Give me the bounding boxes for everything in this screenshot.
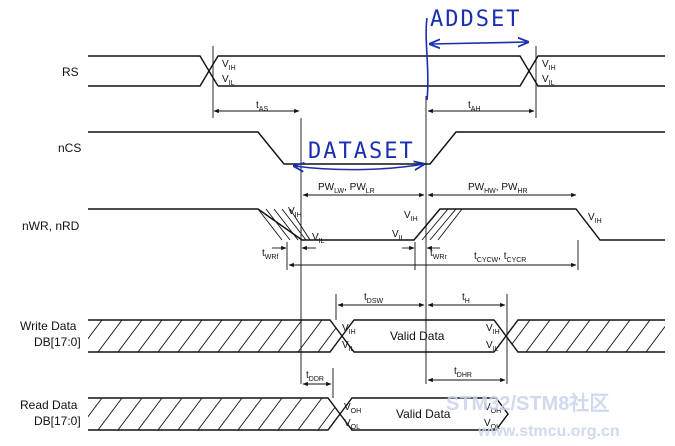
timing-pw-low: PWLW, PWLR <box>302 182 425 198</box>
write-data-waveform <box>88 319 665 353</box>
svg-text:VOH: VOH <box>484 402 501 415</box>
svg-text:VIH: VIH <box>342 323 356 336</box>
svg-text:VOL: VOL <box>484 418 500 431</box>
timing-pw-high: PWHW, PWHR <box>427 182 577 198</box>
svg-text:tDSW: tDSW <box>364 292 384 305</box>
svg-text:www.stmcu.org.cn: www.stmcu.org.cn <box>477 423 620 440</box>
timing-t-cyc: tCYCW, tCYCR <box>288 251 577 268</box>
write-valid-data-label: Valid Data <box>390 329 445 343</box>
svg-text:VOL: VOL <box>344 418 360 431</box>
annotation-addset: ADDSET <box>425 7 528 101</box>
timing-t-ah: tAH <box>427 100 535 114</box>
svg-text:VIL: VIL <box>342 340 355 353</box>
svg-text:VIH: VIH <box>288 206 302 219</box>
timing-t-as: tAS <box>213 100 300 114</box>
rs-level-labels-right: VIH VIL <box>542 59 556 87</box>
read-level-labels: VOH VOL VOH VOL <box>344 402 501 431</box>
svg-text:tAS: tAS <box>256 100 268 113</box>
read-valid-data-label: Valid Data <box>396 407 451 421</box>
timing-t-wrf: tWRf <box>262 245 316 261</box>
timing-t-dhr: tDHR <box>427 366 506 383</box>
reference-lines <box>212 46 579 398</box>
svg-text:PWHW, PWHR: PWHW, PWHR <box>468 182 528 195</box>
rs-level-labels-left: VIH VIL <box>222 59 236 87</box>
signal-label-write-bus: DB[17:0] <box>34 335 81 349</box>
svg-text:tDHR: tDHR <box>454 366 472 379</box>
write-level-labels: VIH VIL VIH VIL <box>342 323 500 353</box>
svg-text:VIH: VIH <box>404 210 418 223</box>
timing-t-dsw: tDSW <box>337 292 425 308</box>
timing-t-h: tH <box>427 292 506 308</box>
signal-label-write-data: Write Data <box>20 319 77 333</box>
signal-label-read-data: Read Data <box>20 398 78 412</box>
svg-text:tAH: tAH <box>468 100 481 113</box>
svg-text:VIH: VIH <box>486 323 500 336</box>
read-data-waveform <box>88 397 509 431</box>
nwr-level-labels: VIH VIL VIH VIL VIH <box>288 206 602 245</box>
signal-label-nwr-nrd: nWR, nRD <box>22 219 80 233</box>
signal-label-rs: RS <box>62 65 79 79</box>
svg-text:PWLW, PWLR: PWLW, PWLR <box>318 182 375 195</box>
svg-text:STM32/STM8社区: STM32/STM8社区 <box>446 391 609 415</box>
svg-text:VIL: VIL <box>222 74 235 87</box>
svg-text:VIH: VIH <box>542 59 556 72</box>
rs-waveform <box>88 55 665 87</box>
svg-text:VOH: VOH <box>344 402 361 415</box>
svg-text:tWRf: tWRf <box>262 248 278 261</box>
timing-t-ddr: tDDR <box>302 370 332 387</box>
svg-text:tDDR: tDDR <box>306 370 324 383</box>
signal-label-read-bus: DB[17:0] <box>34 414 81 428</box>
svg-text:VIL: VIL <box>312 232 325 245</box>
svg-text:VIH: VIH <box>222 59 236 72</box>
svg-text:tCYCW, tCYCR: tCYCW, tCYCR <box>474 251 526 264</box>
nwr-waveform <box>88 208 665 241</box>
svg-text:tH: tH <box>462 292 470 305</box>
annotation-dataset: DATASET <box>294 139 424 170</box>
svg-text:VIL: VIL <box>392 229 405 242</box>
svg-text:VIH: VIH <box>588 212 602 225</box>
timing-t-wrr: tWRr <box>402 245 447 261</box>
svg-text:DATASET: DATASET <box>308 139 415 164</box>
signal-label-ncs: nCS <box>58 141 81 155</box>
svg-text:ADDSET: ADDSET <box>430 7 521 32</box>
svg-text:VIL: VIL <box>542 74 555 87</box>
svg-text:tWRr: tWRr <box>430 248 447 261</box>
svg-text:VIL: VIL <box>486 340 499 353</box>
watermark: STM32/STM8社区 www.stmcu.org.cn <box>446 391 620 440</box>
